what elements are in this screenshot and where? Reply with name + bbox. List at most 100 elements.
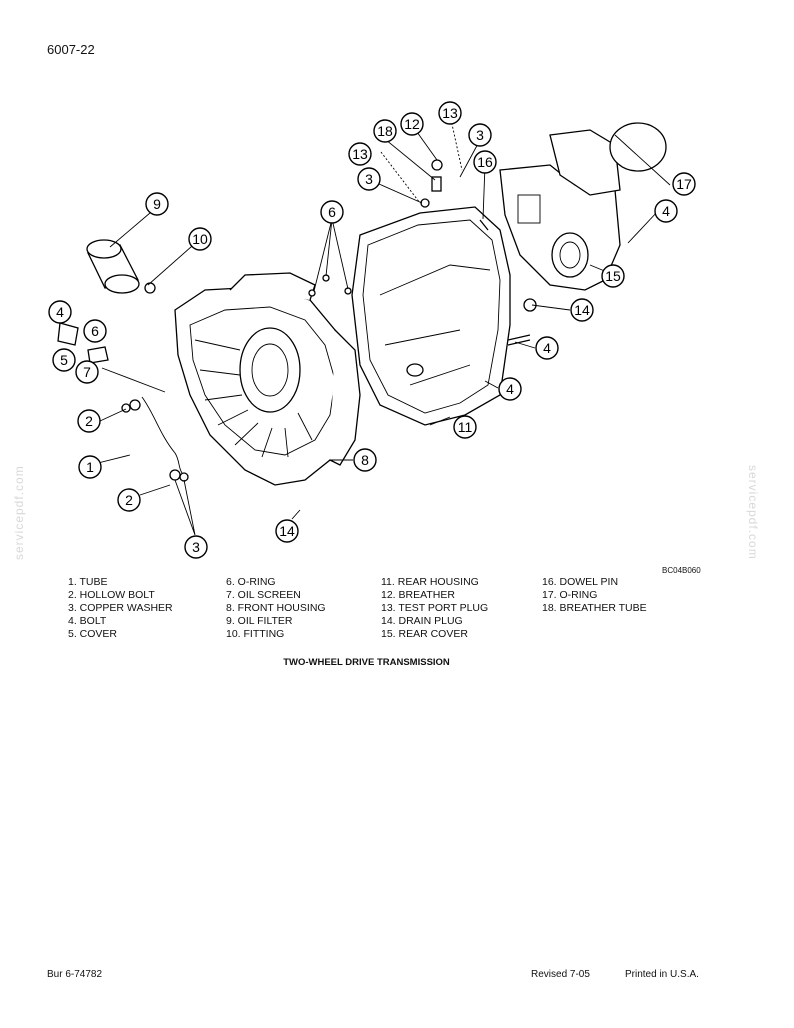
callout-14b: 14 (570, 298, 594, 322)
figure-caption: TWO-WHEEL DRIVE TRANSMISSION (283, 657, 450, 668)
legend-item: 15. REAR COVER (381, 628, 468, 640)
callout-15: 15 (601, 264, 625, 288)
exploded-view-drawing: 9 10 6 4 6 5. COVER5 7 2 1 2 3 14 8 11 4… (48, 101, 696, 559)
callout-3c: 3 (357, 167, 381, 191)
copper-washer-top (129, 399, 141, 411)
svg-text:2: 2 (85, 413, 93, 429)
callout-7: 7 (75, 360, 99, 384)
svg-text:18: 18 (377, 123, 393, 139)
callout-2b: 2 (117, 488, 141, 512)
footer-revised: Revised 7-05 (531, 969, 590, 980)
svg-text:10: 10 (192, 231, 208, 247)
cover-drawing (57, 322, 79, 346)
svg-text:14: 14 (279, 523, 295, 539)
legend-item: 18. BREATHER TUBE (542, 602, 647, 614)
svg-text:13: 13 (442, 105, 458, 121)
callout-13b: 13 (348, 142, 372, 166)
callout-3a: 3 (184, 535, 208, 559)
copper-washer-top-2 (121, 403, 131, 413)
o-ring-17-drawing (609, 122, 667, 172)
o-ring-6a (308, 289, 316, 297)
breather-drawing (431, 159, 443, 171)
parts-legend: 1. TUBE 2. HOLLOW BOLT 3. COPPER WASHER … (68, 576, 708, 641)
svg-text:4: 4 (543, 340, 551, 356)
callout-9: 9 (145, 192, 169, 216)
callout-13a: 13 (438, 101, 462, 125)
callout-2a: 2 (77, 409, 101, 433)
callout-4b: 4 (498, 377, 522, 401)
svg-text:7: 7 (83, 364, 91, 380)
legend-column-1: 1. TUBE 2. HOLLOW BOLT 3. COPPER WASHER … (68, 576, 226, 641)
callout-18: 18 (373, 119, 397, 143)
callout-4d: 4 (654, 199, 678, 223)
svg-text:1: 1 (86, 459, 94, 475)
legend-column-2: 6. O-RING 7. OIL SCREEN 8. FRONT HOUSING… (226, 576, 381, 641)
svg-text:13: 13 (352, 146, 368, 162)
svg-text:4: 4 (662, 203, 670, 219)
legend-item: 16. DOWEL PIN (542, 576, 619, 588)
copper-washer-bottom (169, 469, 181, 481)
svg-text:12: 12 (404, 116, 420, 132)
svg-text:3: 3 (476, 127, 484, 143)
svg-text:2: 2 (125, 492, 133, 508)
legend-item: 10. FITTING (226, 628, 285, 640)
front-housing-drawing (174, 272, 361, 486)
legend-item: 5. COVER (68, 628, 118, 640)
callout-4c: 4 (535, 336, 559, 360)
watermark-left: servicepdf.com (12, 465, 26, 560)
svg-text:4: 4 (56, 304, 64, 320)
legend-item: 6. O-RING (226, 576, 276, 588)
legend-item: 1. TUBE (68, 576, 108, 588)
legend-item: 17. O-RING (542, 589, 598, 601)
svg-text:14: 14 (574, 302, 590, 318)
legend-item: 11. REAR HOUSING (381, 576, 479, 588)
legend-item: 4. BOLT (68, 615, 107, 627)
legend-item: 12. BREATHER (381, 589, 455, 601)
svg-text:11: 11 (458, 419, 473, 435)
drain-plug-drawing (523, 298, 537, 312)
svg-text:9: 9 (153, 196, 161, 212)
breather-tube-drawing (431, 176, 442, 192)
svg-text:6: 6 (328, 204, 336, 220)
bolt-drawing (507, 334, 531, 346)
tube-drawing (141, 396, 183, 474)
callout-17: 17 (672, 172, 696, 196)
callout-11: 11 (453, 415, 477, 439)
legend-item: 14. DRAIN PLUG (381, 615, 463, 627)
legend-item: 9. OIL FILTER (226, 615, 293, 627)
dowel-pin-drawing (479, 219, 489, 231)
callout-5: 5. COVER5 (52, 348, 76, 372)
callout-8: 8 (353, 448, 377, 472)
footer-document-number: Bur 6-74782 (47, 969, 103, 980)
svg-text:16: 16 (477, 154, 493, 170)
svg-text:3: 3 (365, 171, 373, 187)
test-port-plug-drawing (420, 198, 430, 208)
footer-printed: Printed in U.S.A. (625, 969, 699, 980)
svg-text:8: 8 (361, 452, 369, 468)
svg-text:15: 15 (605, 268, 621, 284)
legend-item: 8. FRONT HOUSING (226, 602, 326, 614)
callout-14a: 14 (275, 519, 299, 543)
figure-code: BC04B060 (662, 566, 701, 575)
rear-cover-drawing (499, 129, 621, 291)
watermark-right: servicepdf.com (746, 465, 760, 560)
callout-16: 16 (473, 150, 497, 174)
callout-6b: 6 (83, 319, 107, 343)
copper-washer-bottom-2 (179, 472, 189, 482)
legend-column-4: 16. DOWEL PIN 17. O-RING 18. BREATHER TU… (542, 576, 702, 641)
legend-column-3: 11. REAR HOUSING 12. BREATHER 13. TEST P… (381, 576, 542, 641)
svg-text:5: 5 (60, 352, 68, 368)
rear-housing-drawing (351, 206, 511, 426)
svg-text:6: 6 (91, 323, 99, 339)
callout-10: 10 (188, 227, 212, 251)
oil-filter-drawing (86, 239, 140, 294)
legend-item: 3. COPPER WASHER (68, 602, 173, 614)
page-number: 6007-22 (47, 42, 95, 57)
legend-item: 13. TEST PORT PLUG (381, 602, 489, 614)
svg-text:17: 17 (676, 176, 692, 192)
svg-text:3: 3 (192, 539, 200, 555)
fitting-drawing (144, 282, 156, 294)
exploded-view-figure: 9 10 6 4 6 5. COVER5 7 2 1 2 3 14 8 11 4… (30, 95, 720, 565)
callout-1: 1 (78, 455, 102, 479)
callout-3b: 3 (468, 123, 492, 147)
